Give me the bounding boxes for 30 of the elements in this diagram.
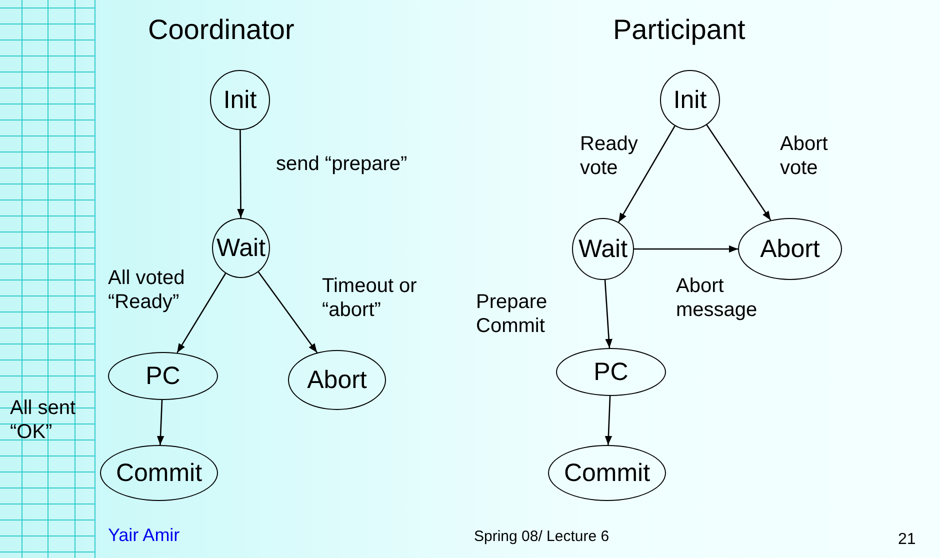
state-ellipse: Wait <box>572 218 634 280</box>
state-ellipse: Abort <box>738 218 842 280</box>
arrow <box>618 126 676 223</box>
edge-label: Abort vote <box>780 132 829 180</box>
column-heading: Participant <box>613 14 746 46</box>
edge-label: Ready vote <box>580 132 639 180</box>
footer-text: Spring 08/ Lecture 6 <box>474 528 610 545</box>
edge-label: Prepare Commit <box>476 290 548 338</box>
footer-text: 21 <box>898 531 916 549</box>
arrow <box>604 280 612 348</box>
edge-label: All voted “Ready” <box>108 266 186 314</box>
state-ellipse: Commit <box>100 445 218 501</box>
arrow <box>176 273 226 354</box>
edge-label: send “prepare” <box>276 152 408 176</box>
state-ellipse: Init <box>210 70 270 130</box>
state-ellipse: Commit <box>548 445 666 501</box>
state-ellipse: Init <box>660 70 720 130</box>
arrow <box>604 396 612 446</box>
arrow <box>156 400 164 446</box>
column-heading: Coordinator <box>148 14 294 46</box>
state-ellipse: PC <box>556 348 666 396</box>
footer-text: Yair Amir <box>108 525 180 546</box>
state-ellipse: Abort <box>288 350 386 410</box>
arrow <box>706 124 772 221</box>
arrow <box>634 245 738 253</box>
arrow <box>237 130 244 218</box>
edge-label: Timeout or “abort” <box>322 274 418 322</box>
state-ellipse: PC <box>108 352 218 400</box>
state-ellipse: Wait <box>212 218 270 278</box>
arrow <box>258 272 318 353</box>
